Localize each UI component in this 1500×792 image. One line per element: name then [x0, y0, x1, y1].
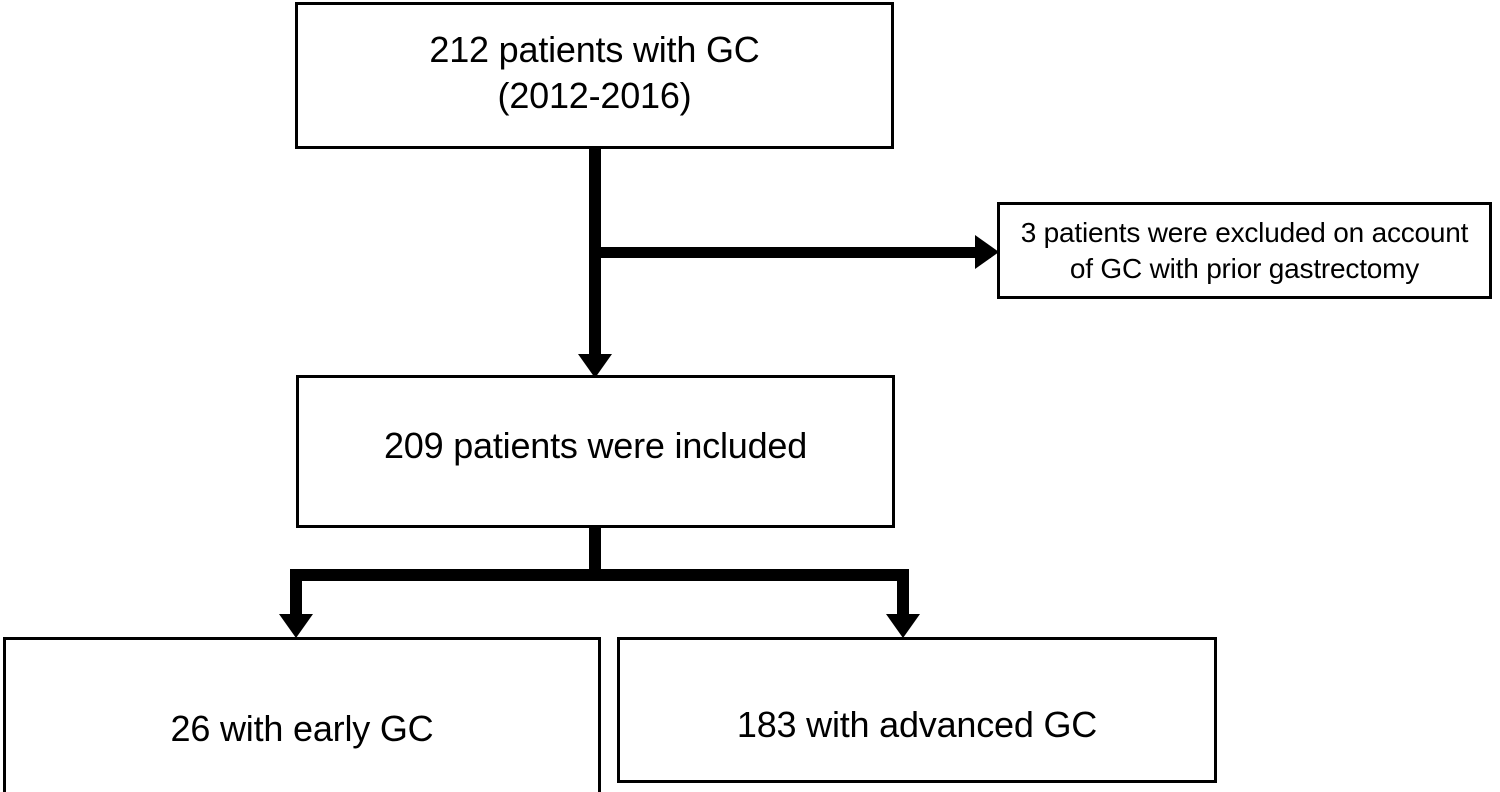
- connector-split-bar: [290, 569, 909, 581]
- connector-enrolled-to-included: [589, 147, 601, 369]
- node-early-gc-label: 26 with early GC: [170, 708, 434, 749]
- node-excluded-box: 3 patients were excluded on account of G…: [997, 202, 1492, 299]
- arrowhead-down-icon-included: [578, 354, 612, 378]
- node-advanced-gc-box: 183 with advanced GC: [617, 637, 1217, 783]
- connector-included-stem: [589, 525, 601, 577]
- arrowhead-right-icon-excluded: [975, 235, 999, 269]
- arrowhead-down-icon-advanced: [886, 614, 920, 638]
- node-included-label: 209 patients were included: [383, 425, 808, 466]
- arrowhead-down-icon-early: [279, 614, 313, 638]
- connector-leg-advanced: [897, 575, 909, 623]
- node-early-gc-box: 26 with early GC: [3, 637, 601, 792]
- connector-enrolled-to-excluded: [595, 247, 991, 258]
- node-enrolled-label: 212 patients with GC (2012-2016): [429, 29, 760, 116]
- node-included-box: 209 patients were included: [296, 375, 895, 528]
- node-advanced-gc-label: 183 with advanced GC: [736, 704, 1098, 745]
- node-enrolled-box: 212 patients with GC (2012-2016): [295, 2, 894, 149]
- node-excluded-label: 3 patients were excluded on account of G…: [1020, 216, 1469, 284]
- connector-leg-early: [290, 575, 302, 623]
